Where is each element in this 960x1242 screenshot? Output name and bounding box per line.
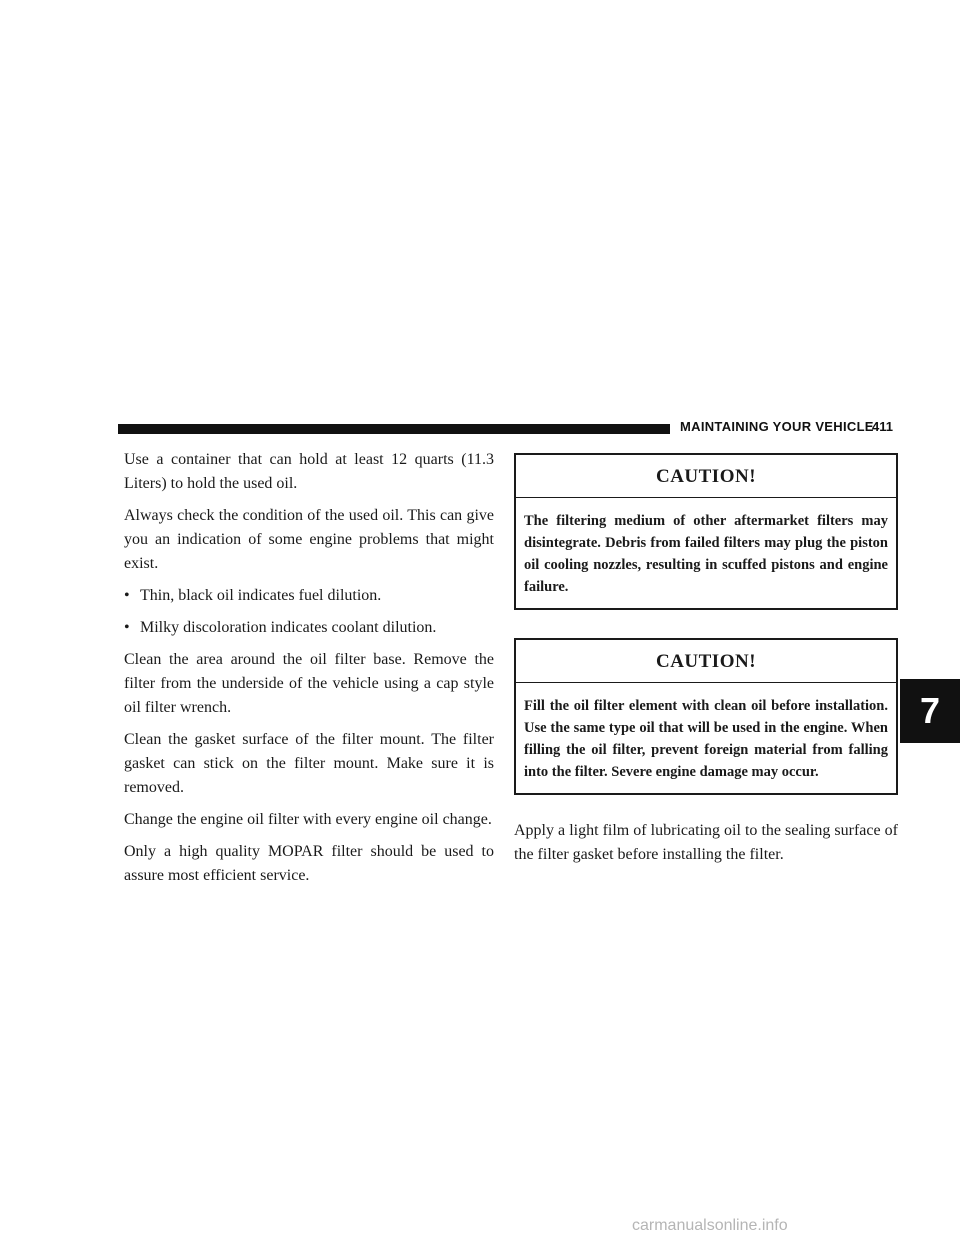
paragraph-change-filter: Change the engine oil filter with every … — [124, 811, 492, 828]
caution-body: Fill the oil filter element with clean o… — [524, 698, 888, 780]
list-item: • Milky discoloration indicates coolant … — [124, 616, 494, 640]
paragraph-lubricate: Apply a light film of lubricating oil to… — [514, 822, 898, 863]
paragraph-check-oil: Always check the condition of the used o… — [124, 507, 494, 572]
left-column: Use a container that can hold at least 1… — [124, 448, 494, 896]
caution-title: CAUTION! — [516, 455, 896, 498]
caution-title: CAUTION! — [516, 640, 896, 683]
list-item-text: Thin, black oil indicates fuel dilution. — [140, 587, 382, 604]
bullet-icon: • — [124, 587, 130, 604]
section-title: MAINTAINING YOUR VEHICLE — [680, 419, 874, 434]
paragraph-container: Use a container that can hold at least 1… — [124, 451, 494, 492]
bullet-icon: • — [124, 619, 130, 636]
list-item-text: Milky discoloration indicates coolant di… — [140, 619, 437, 636]
paragraph-mopar: Only a high quality MOPAR filter should … — [124, 843, 494, 884]
caution-box-aftermarket: CAUTION! The filtering medium of other a… — [514, 453, 898, 610]
caution-body: The filtering medium of other aftermarke… — [524, 513, 888, 595]
paragraph-clean-area: Clean the area around the oil filter bas… — [124, 651, 494, 716]
paragraph-gasket: Clean the gasket surface of the filter m… — [124, 731, 494, 796]
caution-box-fill-filter: CAUTION! Fill the oil filter element wit… — [514, 638, 898, 795]
list-item: • Thin, black oil indicates fuel dilutio… — [124, 584, 494, 608]
right-column: CAUTION! The filtering medium of other a… — [514, 453, 898, 867]
header-rule — [118, 424, 670, 434]
watermark-text: carmanualsonline.info — [632, 1217, 788, 1234]
page-number: 411 — [872, 419, 893, 434]
chapter-tab: 7 — [900, 679, 960, 743]
